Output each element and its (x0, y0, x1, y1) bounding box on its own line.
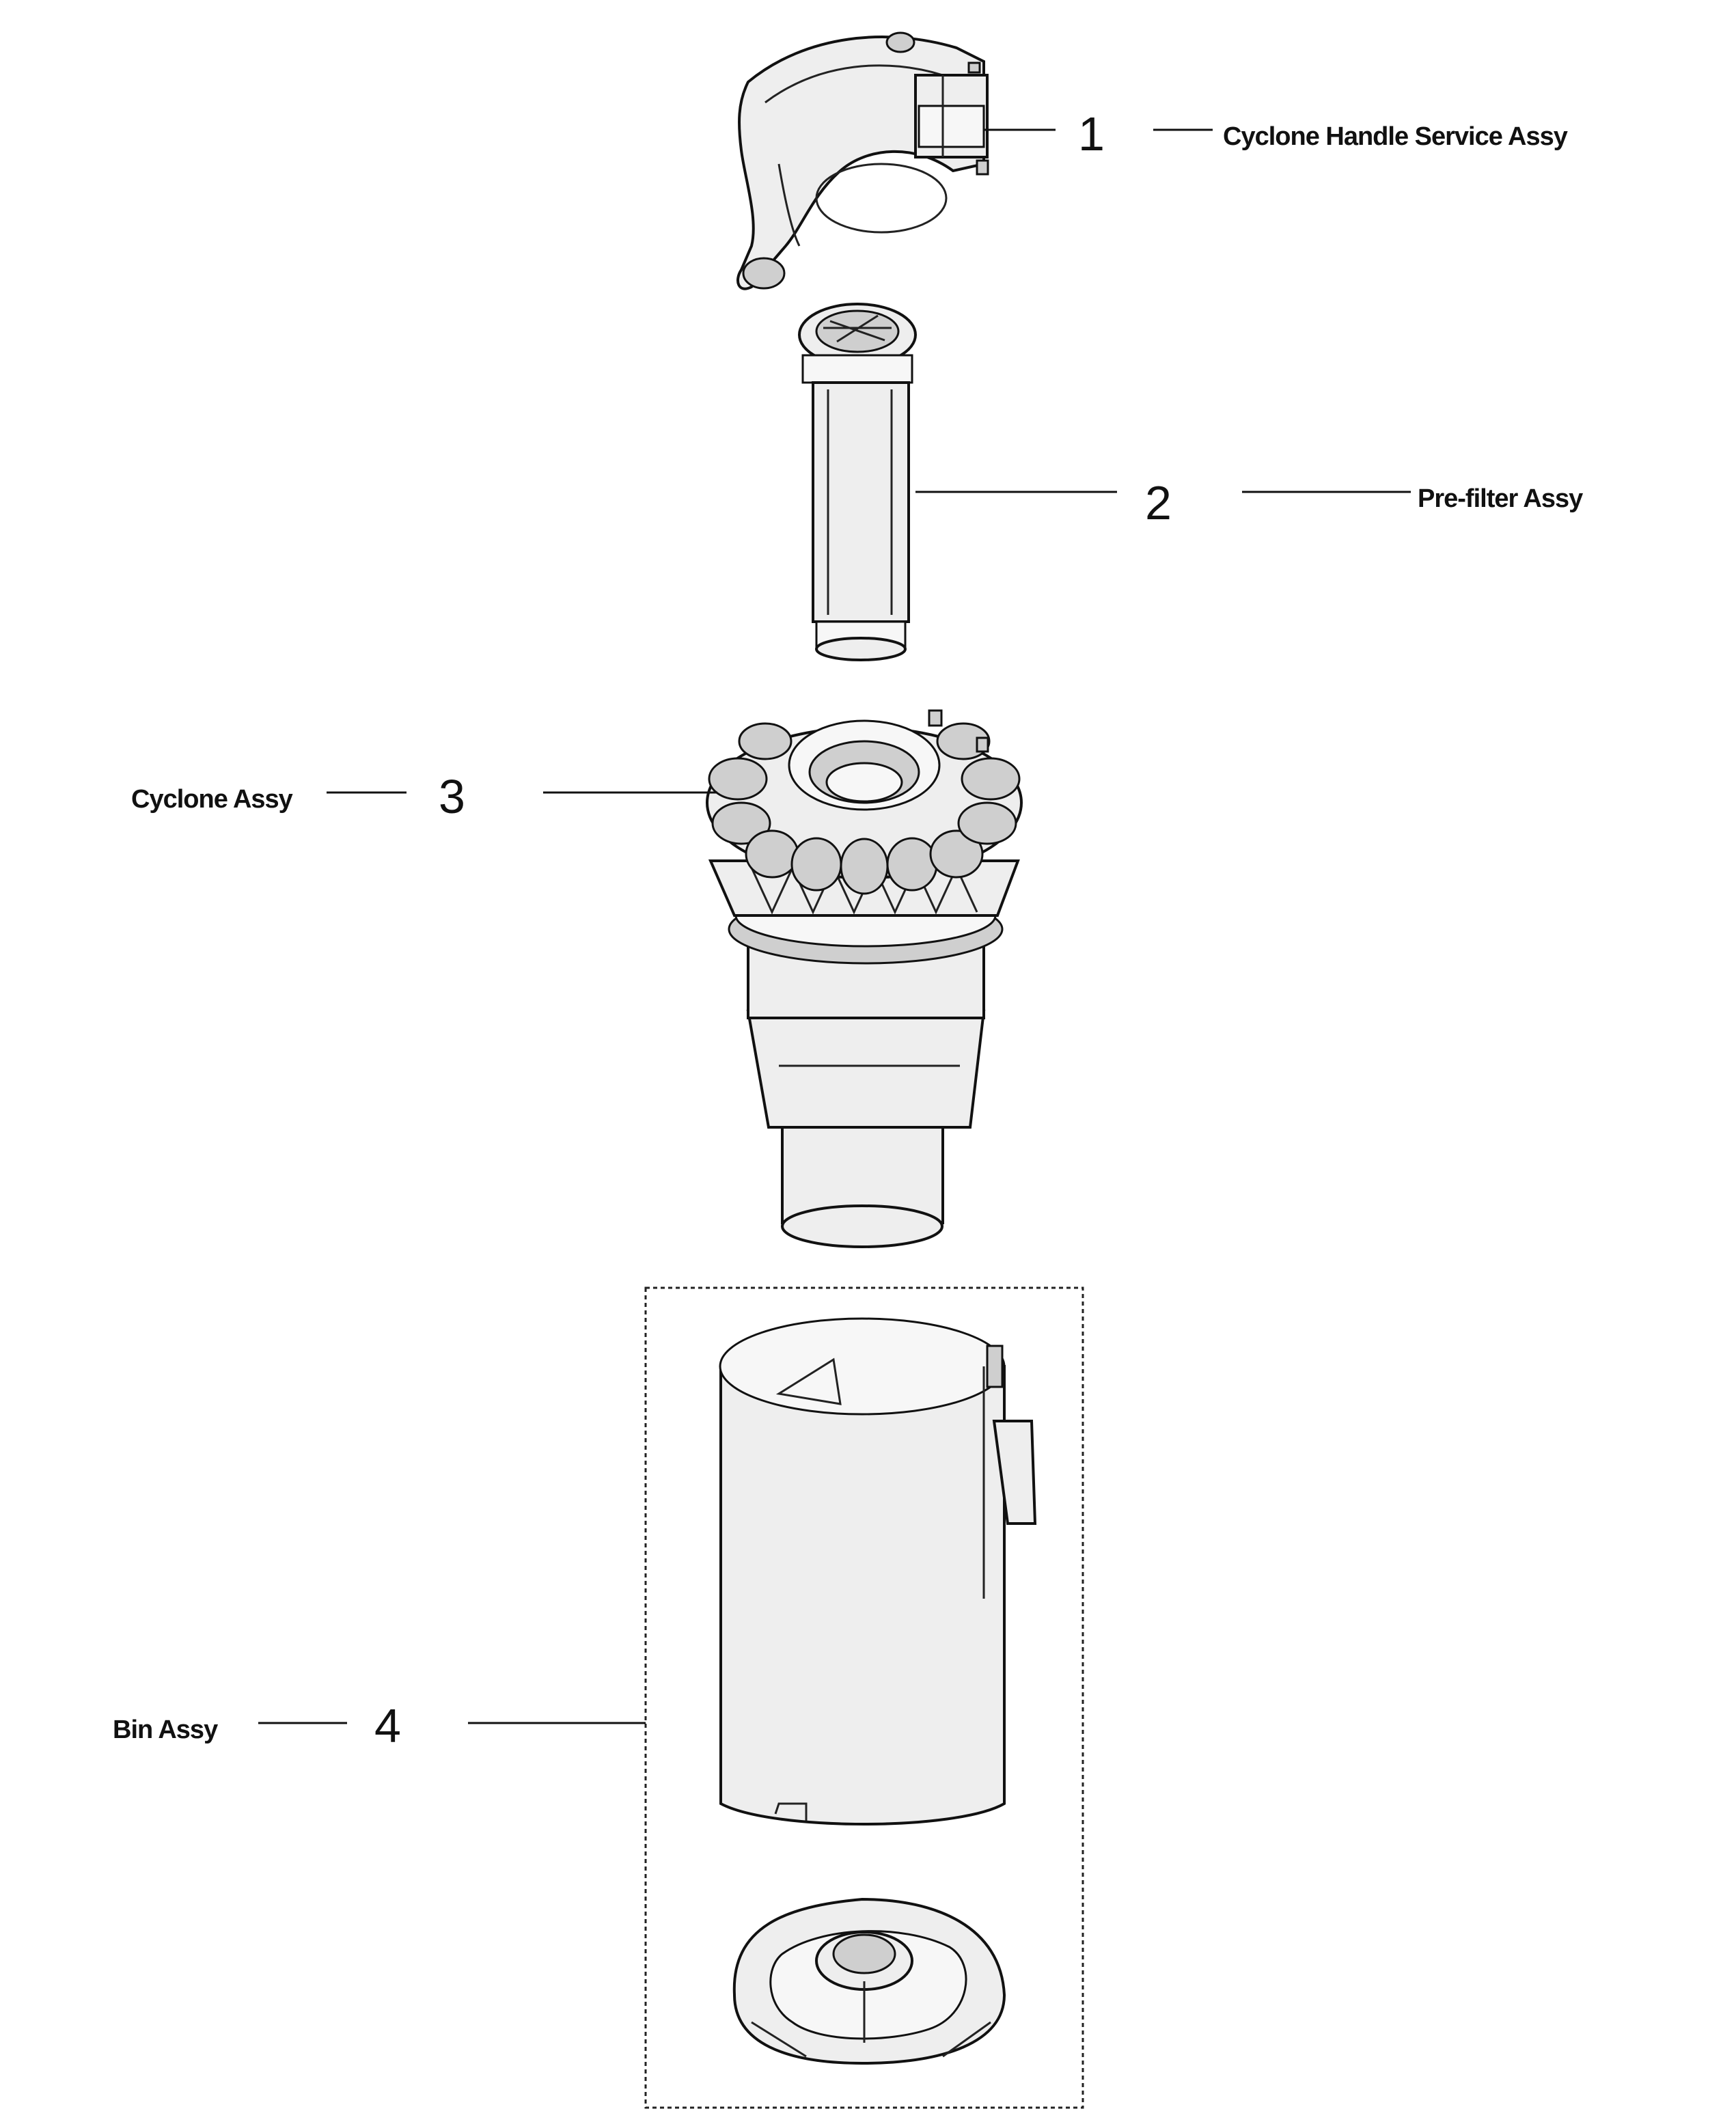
cyclone-handle-icon (736, 31, 989, 290)
callout-number-2: 2 (1145, 476, 1172, 529)
cyclone-assembly-icon (706, 709, 1023, 1248)
callout-number-4: 4 (374, 1699, 401, 1752)
callout-label-2: Pre-filter Assy (1418, 484, 1583, 513)
callout-label-3: Cyclone Assy (131, 785, 293, 814)
callout-number-1: 1 (1078, 107, 1105, 161)
callout-label-4: Bin Assy (113, 1715, 218, 1744)
bin-with-base-icon (719, 1317, 1037, 2065)
pre-filter-cylinder-icon (798, 303, 917, 661)
bin-assembly-group-box (644, 1286, 1084, 2109)
callout-number-3: 3 (439, 770, 465, 823)
callout-label-1: Cyclone Handle Service Assy (1223, 122, 1568, 151)
